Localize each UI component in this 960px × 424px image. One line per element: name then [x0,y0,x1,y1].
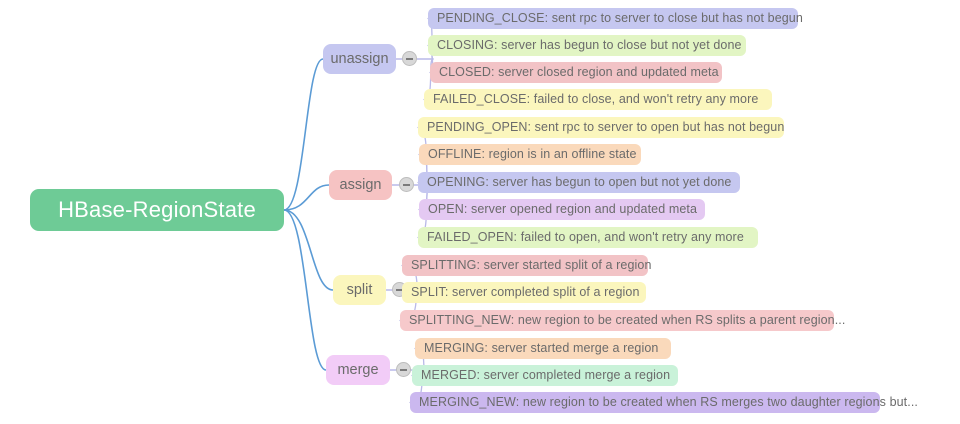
branch-node-unassign[interactable]: unassign [323,44,396,74]
leaf-node[interactable]: SPLITTING_NEW: new region to be created … [400,310,845,331]
leaf-node[interactable]: MERGING_NEW: new region to be created wh… [410,392,918,413]
minus-circle-icon-unassign[interactable] [402,51,417,66]
leaf-node[interactable]: SPLIT: server completed split of a regio… [402,282,646,303]
minus-circle-icon-assign[interactable] [399,177,414,192]
branch-node-assign[interactable]: assign [329,170,392,200]
root-node-hbase-regionstate[interactable]: HBase-RegionState [30,189,284,231]
leaf-node[interactable]: SPLITTING: server started split of a reg… [402,255,651,276]
leaf-node[interactable]: MERGED: server completed merge a region [412,365,678,386]
leaf-node[interactable]: PENDING_OPEN: sent rpc to server to open… [418,117,784,138]
leaf-node[interactable]: OPENING: server has begun to open but no… [418,172,740,193]
minus-circle-icon-merge[interactable] [396,362,411,377]
leaf-node[interactable]: OFFLINE: region is in an offline state [419,144,641,165]
leaf-node[interactable]: OPEN: server opened region and updated m… [419,199,705,220]
branch-node-split[interactable]: split [333,275,386,305]
leaf-node[interactable]: FAILED_CLOSE: failed to close, and won't… [424,89,772,110]
leaf-node[interactable]: CLOSED: server closed region and updated… [430,62,722,83]
leaf-node[interactable]: FAILED_OPEN: failed to open, and won't r… [418,227,758,248]
leaf-node[interactable]: PENDING_CLOSE: sent rpc to server to clo… [428,8,803,29]
branch-node-merge[interactable]: merge [326,355,390,385]
leaf-node[interactable]: MERGING: server started merge a region [415,338,671,359]
leaf-node[interactable]: CLOSING: server has begun to close but n… [428,35,746,56]
